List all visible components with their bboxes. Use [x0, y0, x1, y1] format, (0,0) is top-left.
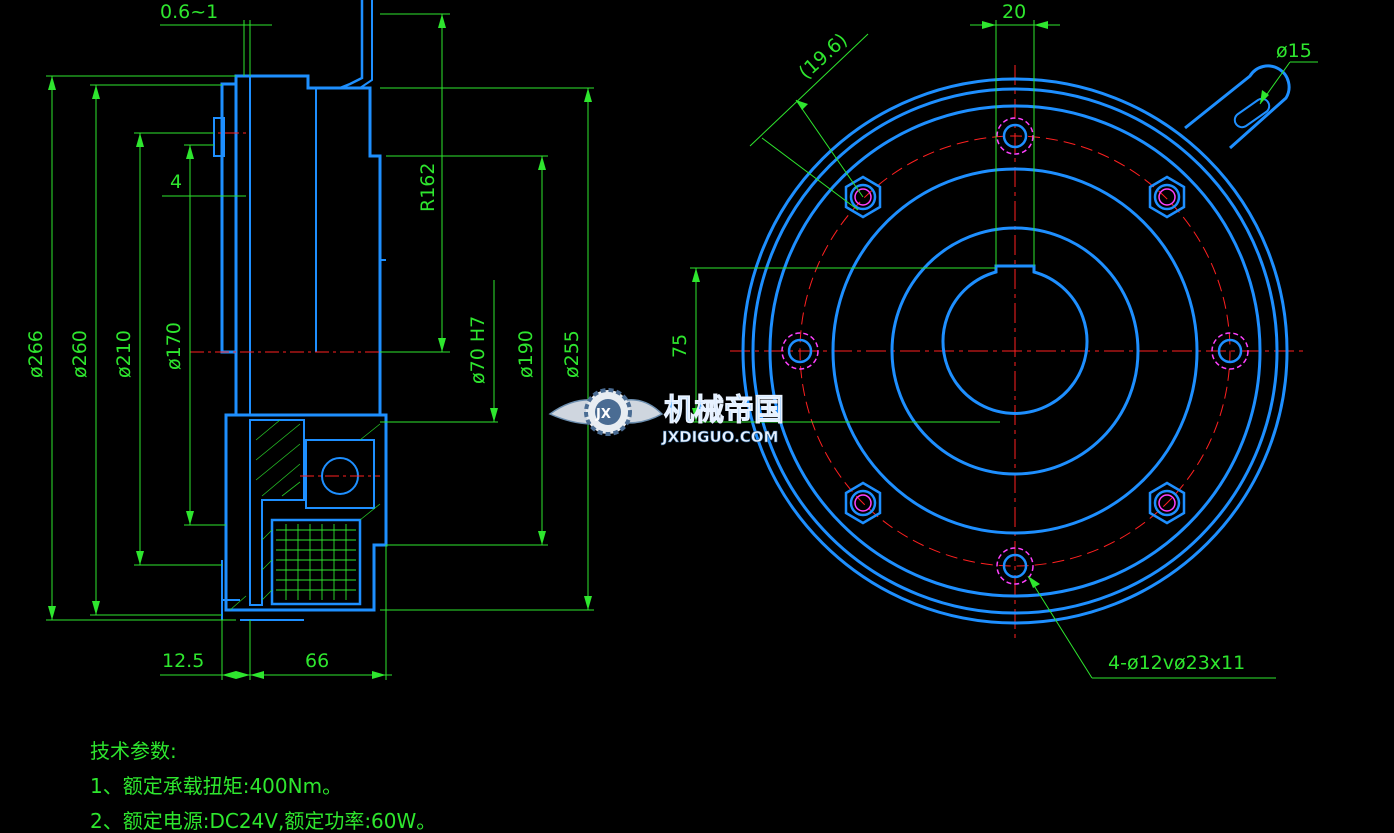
bolt-circle	[799, 135, 1231, 567]
side-view	[213, 0, 388, 621]
front-dimension-lines	[690, 20, 1318, 679]
mount-bracket	[339, 0, 364, 90]
notes-line-2: 2、额定电源:DC24V,额定功率:60W。	[90, 809, 436, 833]
dim-r162: R162	[417, 163, 439, 212]
front-arrowheads	[692, 21, 1269, 588]
dim-d70h7: ø70 H7	[467, 316, 489, 384]
counterbore-holes	[781, 117, 1249, 585]
flange-ring	[768, 104, 1262, 598]
dim-d210: ø210	[113, 330, 135, 378]
dim-angle: (19.6)	[795, 29, 852, 84]
dim-holes: 4-ø12vø23x11	[1108, 652, 1245, 674]
coil	[270, 518, 362, 606]
watermark-cn: 机械帝国	[664, 393, 784, 428]
small-tab	[213, 117, 225, 157]
lower-housing	[224, 413, 388, 612]
hub-ring	[890, 226, 1140, 476]
hex-bolt-nw	[844, 175, 882, 219]
hex-bolt-se	[1148, 481, 1186, 525]
dim-w12-5: 12.5	[162, 650, 204, 672]
hub-outline	[249, 419, 305, 606]
hex-bolt-sw	[844, 481, 882, 525]
side-arrowheads	[48, 14, 592, 679]
watermark-logo: JX 机械帝国 JXDIGUO.COM	[548, 388, 785, 446]
dim-w20: 20	[1002, 1, 1026, 23]
cb-hole-left	[781, 332, 819, 370]
hex-bolt-ne	[1148, 175, 1186, 219]
dim-w66: 66	[305, 650, 329, 672]
dim-four: 4	[170, 171, 182, 193]
dim-d170: ø170	[163, 322, 185, 370]
notes-line-1: 1、额定承载扭矩:400Nm。	[90, 774, 342, 798]
tab-slot	[1233, 97, 1271, 129]
dim-gap: 0.6~1	[160, 1, 218, 23]
mounting-tab	[1184, 64, 1291, 150]
dim-d260: ø260	[69, 330, 91, 378]
front-view	[741, 64, 1291, 625]
notes-title: 技术参数:	[90, 739, 177, 763]
side-centerlines	[190, 132, 450, 477]
mount-bracket-2	[359, 0, 373, 89]
housing-outline	[234, 74, 382, 417]
dim-h75: 75	[669, 334, 691, 358]
keyed-bore	[941, 264, 1089, 415]
bearing-box	[305, 439, 375, 509]
watermark-en: JXDIGUO.COM	[661, 428, 778, 446]
bolt-holes-hex	[844, 175, 1186, 525]
inner-ring	[831, 167, 1199, 535]
dim-d190: ø190	[515, 330, 537, 378]
front-centerlines	[730, 65, 1305, 640]
logo-emblem-text: JX	[595, 407, 611, 422]
cb-hole-top	[996, 117, 1034, 155]
side-dimension-lines	[46, 13, 594, 680]
cb-hole-right	[1211, 332, 1249, 370]
dim-d266: ø266	[25, 330, 47, 378]
coil-grid	[276, 524, 356, 600]
outer-ring-2	[751, 87, 1279, 615]
outer-ring	[741, 77, 1289, 625]
dim-d15: ø15	[1276, 40, 1312, 62]
cb-hole-bottom	[996, 547, 1034, 585]
dim-d255: ø255	[561, 330, 583, 378]
section-hatch	[229, 419, 381, 611]
